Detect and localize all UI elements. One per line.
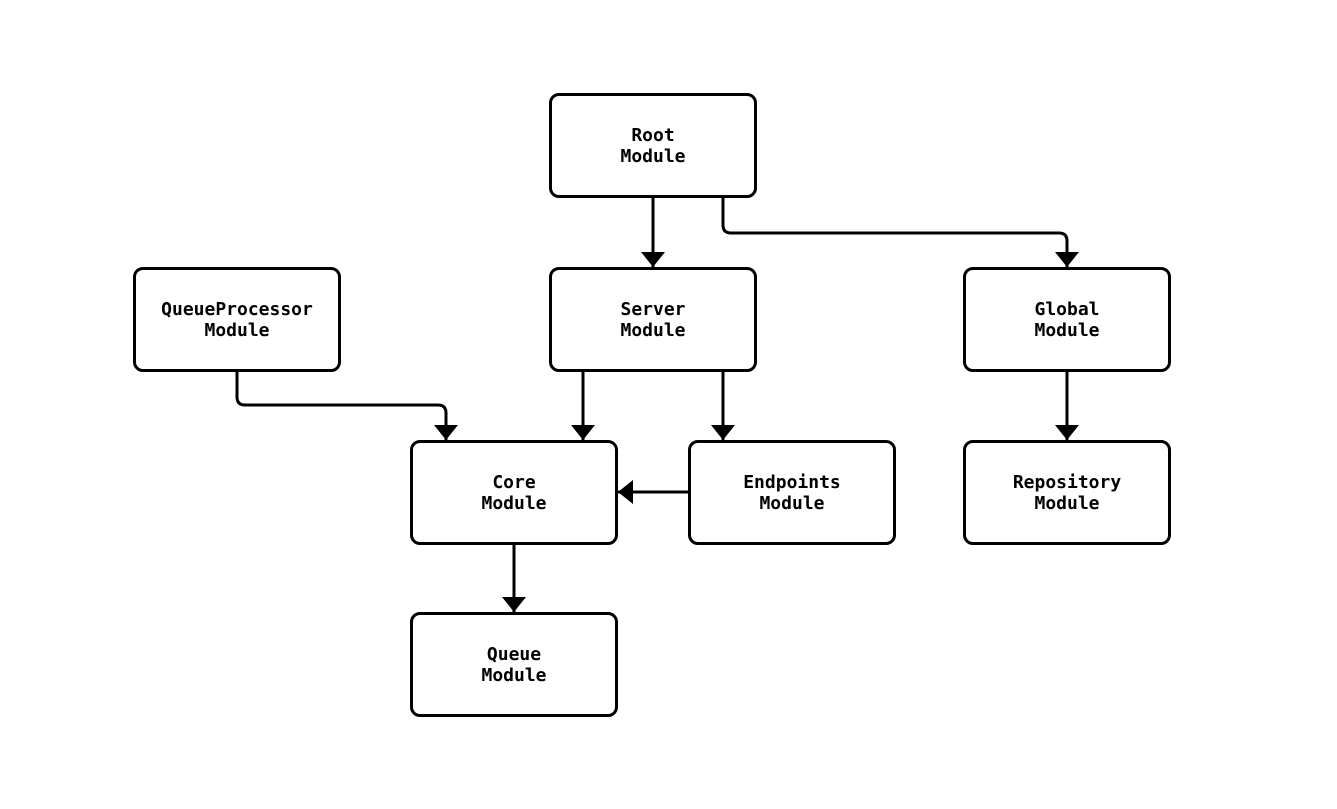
node-root-module: Root Module [549, 93, 757, 198]
node-queue-module: Queue Module [410, 612, 618, 717]
node-global-module: Global Module [963, 267, 1171, 372]
edge-queueprocessor-module-to-core-module [235, 372, 458, 440]
node-core-module: Core Module [410, 440, 618, 545]
edge-group [235, 198, 1079, 612]
edge-root-module-to-global-module [721, 198, 1079, 267]
node-server-module: Server Module [549, 267, 757, 372]
node-repository-module: Repository Module [963, 440, 1171, 545]
node-endpoints-module: Endpoints Module [688, 440, 896, 545]
node-queueprocessor-module: QueueProcessor Module [133, 267, 341, 372]
